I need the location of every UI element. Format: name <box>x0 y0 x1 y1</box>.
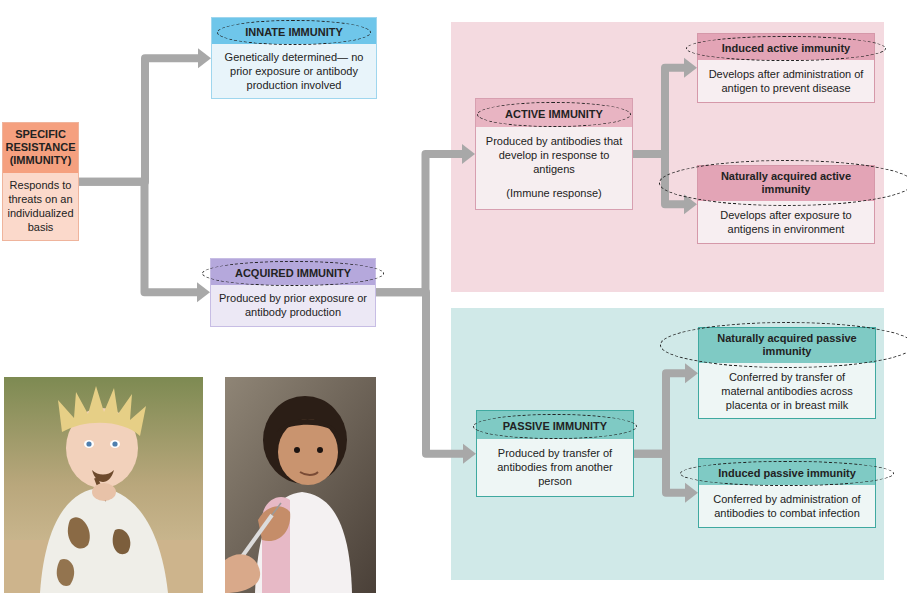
immunity-box: Naturally acquired passive immunityConfe… <box>698 327 876 419</box>
arrow-head <box>462 144 475 164</box>
arrow-head <box>684 58 697 78</box>
photo-vaccinated-child <box>225 377 376 593</box>
body-panel: Produced by antibodies that develop in r… <box>476 127 632 209</box>
header-band: Induced active immunity <box>698 34 874 60</box>
arrow-head <box>685 363 698 383</box>
arrow-line <box>633 68 685 154</box>
header-band: INNATE IMMUNITY <box>212 18 376 44</box>
arrow-head <box>685 483 698 503</box>
arrow-line <box>634 373 686 453</box>
flow-arrow <box>79 182 210 303</box>
arrow-head <box>197 282 210 302</box>
arrow-line <box>79 58 199 182</box>
body-panel: Produced by transfer of antibodies from … <box>477 439 633 496</box>
flow-arrow <box>376 292 476 463</box>
box-body-text: (Immune response) <box>484 187 624 201</box>
box-body-text: Genetically determined— no prior exposur… <box>220 51 368 92</box>
passive-region <box>451 308 884 580</box>
box-heading: PASSIVE IMMUNITY <box>503 420 607 433</box>
box-heading: ACQUIRED IMMUNITY <box>235 267 351 280</box>
box-heading: Naturally acquired passive immunity <box>705 332 869 358</box>
body-panel: Responds to threats on an individualized… <box>3 173 78 240</box>
body-panel: Produced by prior exposure or antibody p… <box>211 285 375 326</box>
box-body-text: Develops after administration of antigen… <box>706 68 866 96</box>
box-body-text: Produced by antibodies that develop in r… <box>484 135 624 176</box>
flow-arrow <box>376 144 475 292</box>
box-heading: ACTIVE IMMUNITY <box>505 108 603 121</box>
arrow-head <box>463 444 476 464</box>
header-band: Naturally acquired passive immunity <box>699 328 875 363</box>
header-band: ACTIVE IMMUNITY <box>476 99 632 127</box>
photo-muddy-child <box>4 377 203 593</box>
box-body-text: Produced by transfer of antibodies from … <box>485 447 625 488</box>
box-body-text: Produced by prior exposure or antibody p… <box>219 292 367 320</box>
immunity-box: PASSIVE IMMUNITY Produced by transfer of … <box>476 410 634 497</box>
immunity-box: Induced passive immunityConferred by adm… <box>698 458 876 528</box>
active-region <box>451 22 884 292</box>
flow-arrow <box>79 48 211 182</box>
flow-arrow <box>634 454 698 503</box>
box-heading: INNATE IMMUNITY <box>245 26 343 39</box>
header-band: ACQUIRED IMMUNITY <box>211 259 375 285</box>
immunity-box: ACTIVE IMMUNITY Produced by antibodies th… <box>475 98 633 210</box>
arrow-line <box>376 292 464 453</box>
box-body-text: Conferred by transfer of maternal antibo… <box>707 371 867 412</box>
immunity-box: Naturally acquired active immunityDevelo… <box>697 165 875 244</box>
immunity-box: Induced active immunityDevelops after ad… <box>697 33 875 103</box>
body-panel: Genetically determined— no prior exposur… <box>212 44 376 98</box>
arrow-line <box>79 182 198 293</box>
header-band: PASSIVE IMMUNITY <box>477 411 633 439</box>
box-body-text: Develops after exposure to antigens in e… <box>706 209 866 237</box>
immunity-box: SPECIFIC RESISTANCE (IMMUNITY) Responds t… <box>2 122 79 241</box>
arrow-head <box>198 48 211 68</box>
body-panel: Develops after exposure to antigens in e… <box>698 201 874 243</box>
arrow-line <box>634 454 686 493</box>
immunity-box: ACQUIRED IMMUNITY Produced by prior expos… <box>210 258 376 327</box>
box-heading: Induced passive immunity <box>718 467 856 480</box>
header-band: SPECIFIC RESISTANCE (IMMUNITY) <box>3 123 78 173</box>
arrow-line <box>376 154 463 292</box>
header-band: Naturally acquired active immunity <box>698 166 874 201</box>
header-band: Induced passive immunity <box>699 459 875 485</box>
body-panel: Conferred by transfer of maternal antibo… <box>699 363 875 418</box>
flow-arrow <box>633 58 697 154</box>
box-heading: Naturally acquired active immunity <box>704 170 868 196</box>
box-heading: SPECIFIC RESISTANCE (IMMUNITY) <box>5 128 76 168</box>
flow-arrow <box>634 363 698 453</box>
body-panel: Conferred by administration of antibodie… <box>699 485 875 527</box>
body-panel: Develops after administration of antigen… <box>698 60 874 102</box>
arrow-head <box>684 194 697 214</box>
box-body-text: Conferred by administration of antibodie… <box>707 493 867 521</box>
box-heading: Induced active immunity <box>722 42 850 55</box>
immunity-box: INNATE IMMUNITY Genetically determined— n… <box>211 17 377 99</box>
box-body-text: Responds to threats on an individualized… <box>6 179 75 234</box>
flow-arrow <box>633 154 697 214</box>
